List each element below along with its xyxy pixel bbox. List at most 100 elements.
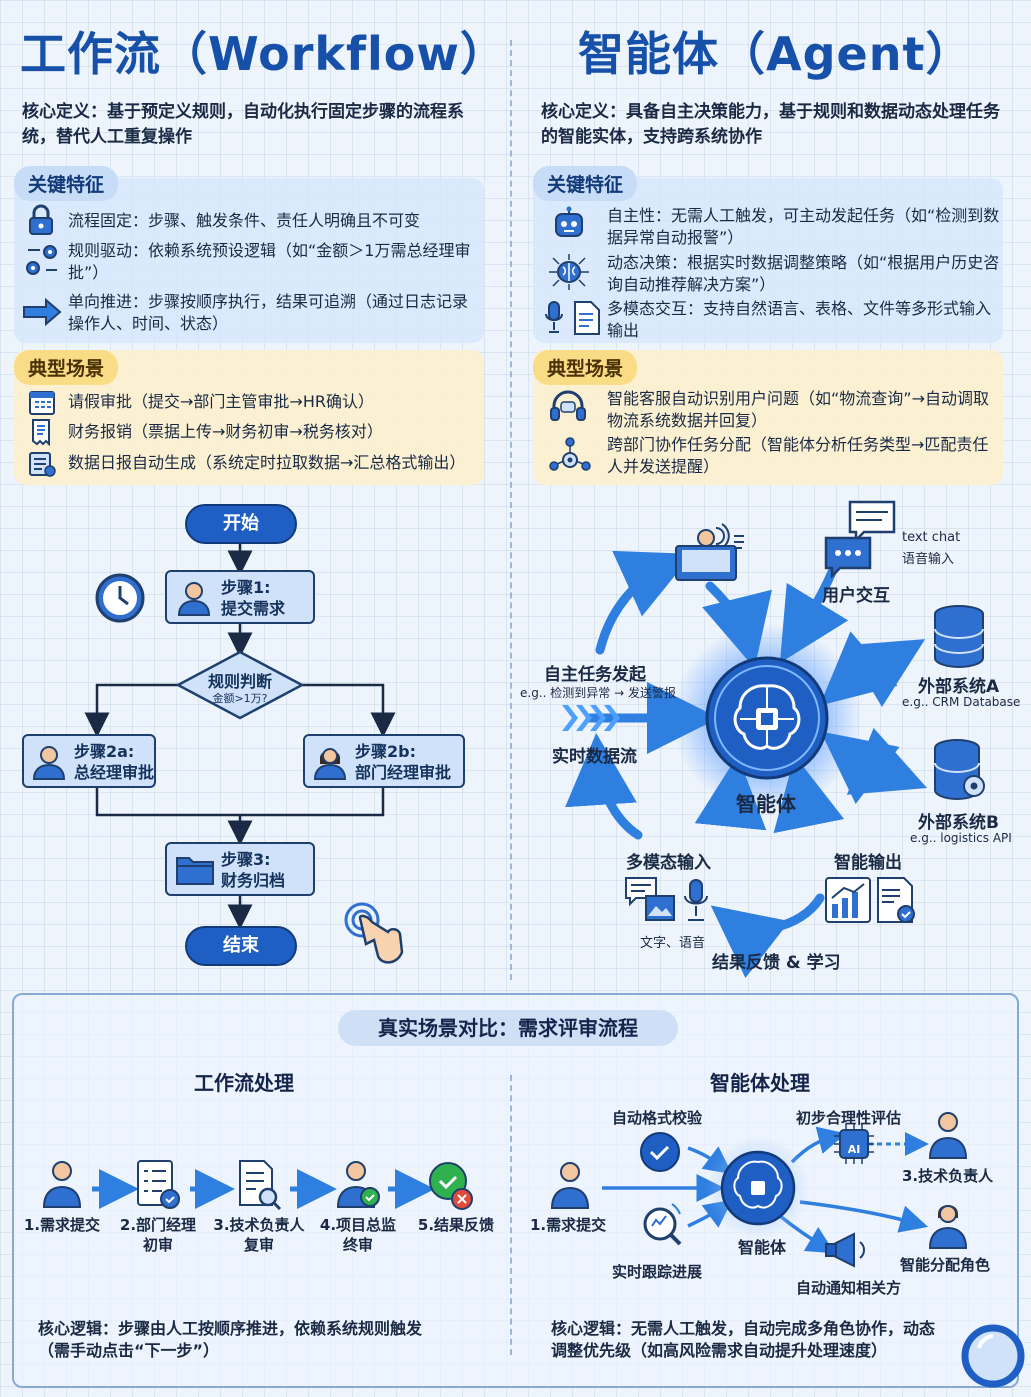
ext-a-example: e.g.. CRM Database — [902, 695, 1021, 709]
flow-start: 开始 — [185, 504, 297, 544]
ai-chip-label: AI — [847, 1143, 861, 1156]
agent-core-line2: 调整优先级（如高风险需求自动提升处理速度） — [551, 1341, 888, 1360]
comparison-title: 真实场景对比：需求评审流程 — [338, 1010, 678, 1046]
wf-step-2-line1: 2.部门经理 — [119, 1216, 197, 1234]
workflow-scene-expense: 财务报销（票据上传→财务初审→税务核对） — [68, 422, 383, 441]
wf-step-3: 3.技术负责人 复审 — [204, 1215, 314, 1255]
flow-step1-line2: 提交需求 — [221, 599, 286, 618]
flow-step2b: 步骤2b: 部门经理审批 — [303, 734, 465, 788]
wf-step-5-line1: 5.结果反馈 — [417, 1216, 495, 1234]
agent-feature-multimodal: 多模态交互：支持自然语言、表格、文件等多形式输入输出 — [607, 299, 992, 340]
auto-task-example: e.g.. 检测到异常 → 发送警报 — [520, 686, 676, 700]
flow-step1-line1: 步骤1: — [221, 578, 271, 597]
calendar-icon — [29, 391, 55, 415]
ag-format-check-label: 自动格式校验 — [612, 1109, 703, 1127]
ag-tech-lead-label: 3.技术负责人 — [902, 1167, 994, 1185]
agent-features-panel — [533, 178, 1003, 343]
agent-process-diagram — [550, 1112, 968, 1268]
workflow-feature-oneway: 单向推进：步骤按顺序执行，结果可追溯（通过日志记录操作人、时间、状态） — [68, 292, 469, 333]
realtime-label: 实时数据流 — [552, 747, 637, 767]
ag-assign-label: 智能分配角色 — [900, 1256, 991, 1274]
wf-step-4: 4.项目总监 终审 — [306, 1215, 410, 1255]
feedback-label: 结果反馈 & 学习 — [712, 953, 841, 973]
workflow-core-logic: 核心逻辑：步骤由人工按顺序推进，依赖系统规则触发 （需手动点击“下一步”） — [38, 1318, 498, 1362]
hand-click-icon — [344, 902, 404, 964]
robot-icon — [555, 206, 583, 237]
workflow-scenes-title: 典型场景 — [14, 350, 119, 385]
workflow-scene-leave: 请假审批（提交→部门主管审批→HR确认） — [68, 392, 374, 411]
flow-step2a: 步骤2a: 总经理审批 — [22, 734, 156, 788]
team-gear-icon — [549, 437, 591, 471]
agent-title: 智能体（Agent） — [578, 27, 973, 81]
flow-step1: 步骤1: 提交需求 — [165, 570, 315, 624]
flow-step3-line2: 财务归档 — [221, 871, 286, 890]
workflow-title: 工作流（Workflow） — [20, 27, 507, 81]
ag-evaluate-label: 初步合理性评估 — [796, 1109, 902, 1127]
brain-chip-icon — [733, 684, 801, 750]
wf-step-4-line2: 终审 — [342, 1236, 373, 1254]
workflow-steps-icons — [42, 1160, 473, 1211]
user-desk-icon — [675, 523, 744, 581]
arrow-right-icon — [23, 298, 62, 326]
flow-step3-line1: 步骤3: — [221, 850, 271, 869]
receipt-icon — [32, 419, 50, 446]
flow-decision-label: 规则判断 — [207, 672, 272, 691]
smart-output-label: 智能输出 — [834, 853, 902, 873]
flowchart-connectors — [84, 542, 396, 930]
user-icon — [177, 582, 211, 616]
agent-process-title: 智能体处理 — [710, 1071, 810, 1095]
voice-input-label: 语音输入 — [902, 552, 955, 567]
wf-step-3-line2: 复审 — [243, 1236, 274, 1254]
magnifier-icon — [961, 1324, 1025, 1388]
wf-step-5: 5.结果反馈 — [404, 1215, 508, 1235]
wf-step-2: 2.部门经理 初审 — [106, 1215, 210, 1255]
agent-definition: 核心定义：具备自主决策能力，基于规则和数据动态处理任务的智能实体，支持跨系统协作 — [541, 102, 1000, 147]
brain-network-icon — [549, 254, 589, 290]
agent-scene-dispatch: 跨部门协作任务分配（智能体分析任务类型→匹配责任人并发送提醒） — [607, 435, 989, 476]
ag-track-label: 实时跟踪进展 — [612, 1263, 703, 1281]
center-divider — [510, 40, 512, 980]
workflow-feature-fixed: 流程固定：步骤、触发条件、责任人明确且不可变 — [68, 211, 421, 230]
mic-document-icon — [545, 301, 600, 335]
comparison-panel — [12, 993, 1019, 1388]
ag-center-label: 智能体 — [738, 1238, 787, 1257]
flow-step2b-line2: 部门经理审批 — [355, 763, 452, 782]
dept-manager-icon — [313, 748, 347, 780]
agent-center-label: 智能体 — [736, 792, 796, 816]
flow-step2b-line1: 步骤2b: — [355, 742, 416, 761]
ag-submit-label: 1.需求提交 — [530, 1216, 607, 1234]
lock-icon — [29, 204, 53, 235]
comparison-divider — [510, 1075, 512, 1355]
database-icon — [934, 605, 984, 669]
agent-core-line1: 核心逻辑：无需人工触发，自动完成多角色协作，动态 — [551, 1319, 936, 1338]
headset-icon — [550, 390, 586, 421]
database-gear-icon — [934, 739, 985, 801]
workflow-core-line1: 核心逻辑：步骤由人工按顺序推进，依赖系统规则触发 — [38, 1319, 423, 1338]
workflow-process-title: 工作流处理 — [194, 1071, 294, 1095]
chat-bubbles-icon — [824, 500, 896, 578]
wf-step-4-line1: 4.项目总监 — [319, 1216, 397, 1234]
wf-step-3-line1: 3.技术负责人 — [213, 1216, 305, 1234]
workflow-feature-rule: 规则驱动：依赖系统预设逻辑（如“金额＞1万需总经理审批”） — [68, 241, 471, 282]
image-mic-icon — [625, 877, 708, 921]
flow-decision-sub: 金额>1万? — [212, 692, 268, 705]
report-icon — [29, 452, 56, 477]
agent-scene-service: 智能客服自动识别用户问题（如“物流查询”→自动调取物流系统数据并回复） — [607, 389, 989, 430]
text-chat-label: text chat — [902, 530, 961, 545]
flow-step2a-line2: 总经理审批 — [74, 763, 155, 782]
ext-b-example: e.g.. logistics API — [910, 831, 1012, 845]
workflow-definition: 核心定义：基于预定义规则，自动化执行固定步骤的流程系统，替代人工重复操作 — [22, 102, 464, 147]
auto-task-label: 自主任务发起 — [544, 665, 646, 685]
agent-core-logic: 核心逻辑：无需人工触发，自动完成多角色协作，动态 调整优先级（如高风险需求自动提… — [551, 1318, 981, 1362]
agent-scenes-title: 典型场景 — [533, 350, 638, 385]
folder-icon — [176, 857, 214, 885]
manager-icon — [32, 746, 66, 780]
agent-feature-dynamic: 动态决策：根据实时数据调整策略（如“根据用户历史咨询自动推荐解决方案”） — [607, 253, 1000, 294]
gears-icon — [26, 245, 57, 275]
workflow-core-line2: （需手动点击“下一步”） — [38, 1341, 220, 1360]
flow-step3: 步骤3: 财务归档 — [165, 842, 315, 896]
ext-b-label: 外部系统B — [918, 813, 999, 833]
chart-report-icon — [825, 877, 915, 923]
workflow-features-panel — [14, 178, 484, 343]
agent-feature-autonomy: 自主性：无需人工触发，可主动发起任务（如“检测到数据异常自动报警”） — [607, 206, 1000, 247]
